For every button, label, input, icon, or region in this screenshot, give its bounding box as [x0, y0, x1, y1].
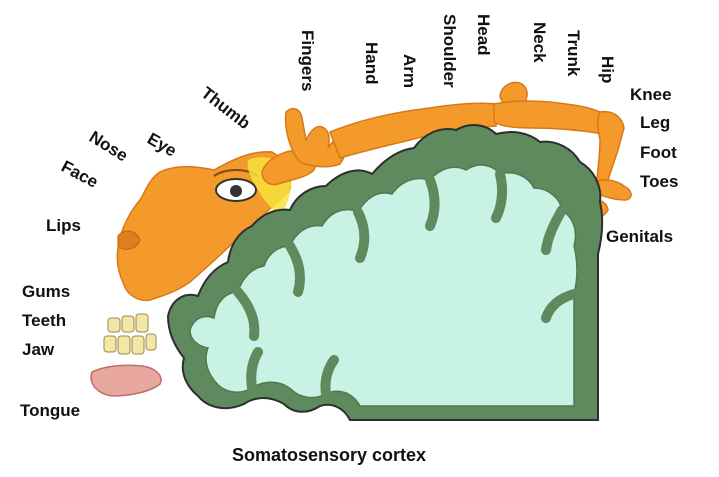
diagram-caption: Somatosensory cortex — [232, 445, 426, 465]
tooth — [132, 336, 144, 354]
label-hip: Hip — [598, 56, 617, 83]
label-trunk: Trunk — [564, 30, 583, 77]
label-thumb: Thumb — [198, 83, 254, 133]
leg-shape — [596, 112, 624, 186]
label-toes: Toes — [640, 172, 678, 191]
tooth — [136, 314, 148, 332]
label-tongue: Tongue — [20, 401, 80, 420]
eye-pupil — [230, 185, 242, 197]
trunk-shape — [494, 101, 610, 134]
label-gums: Gums — [22, 282, 70, 301]
label-foot: Foot — [640, 143, 677, 162]
tooth — [122, 316, 134, 332]
tooth — [146, 334, 156, 350]
label-neck: Neck — [530, 22, 549, 63]
tongue-shape — [91, 365, 161, 396]
label-eye: Eye — [144, 129, 180, 161]
label-genitals: Genitals — [606, 227, 673, 246]
label-arm: Arm — [400, 54, 419, 88]
label-face: Face — [58, 157, 101, 192]
label-knee: Knee — [630, 85, 672, 104]
label-leg: Leg — [640, 113, 670, 132]
label-teeth: Teeth — [22, 311, 66, 330]
label-jaw: Jaw — [22, 340, 55, 359]
label-head: Head — [474, 14, 493, 56]
tooth — [118, 336, 130, 354]
label-lips: Lips — [46, 216, 81, 235]
label-hand: Hand — [362, 42, 381, 85]
label-shoulder: Shoulder — [440, 14, 459, 88]
sulcus — [430, 180, 435, 226]
teeth-jaw — [104, 314, 156, 354]
tooth — [104, 336, 116, 352]
label-nose: Nose — [86, 127, 131, 165]
tooth — [108, 318, 120, 332]
label-fingers: Fingers — [298, 30, 317, 91]
